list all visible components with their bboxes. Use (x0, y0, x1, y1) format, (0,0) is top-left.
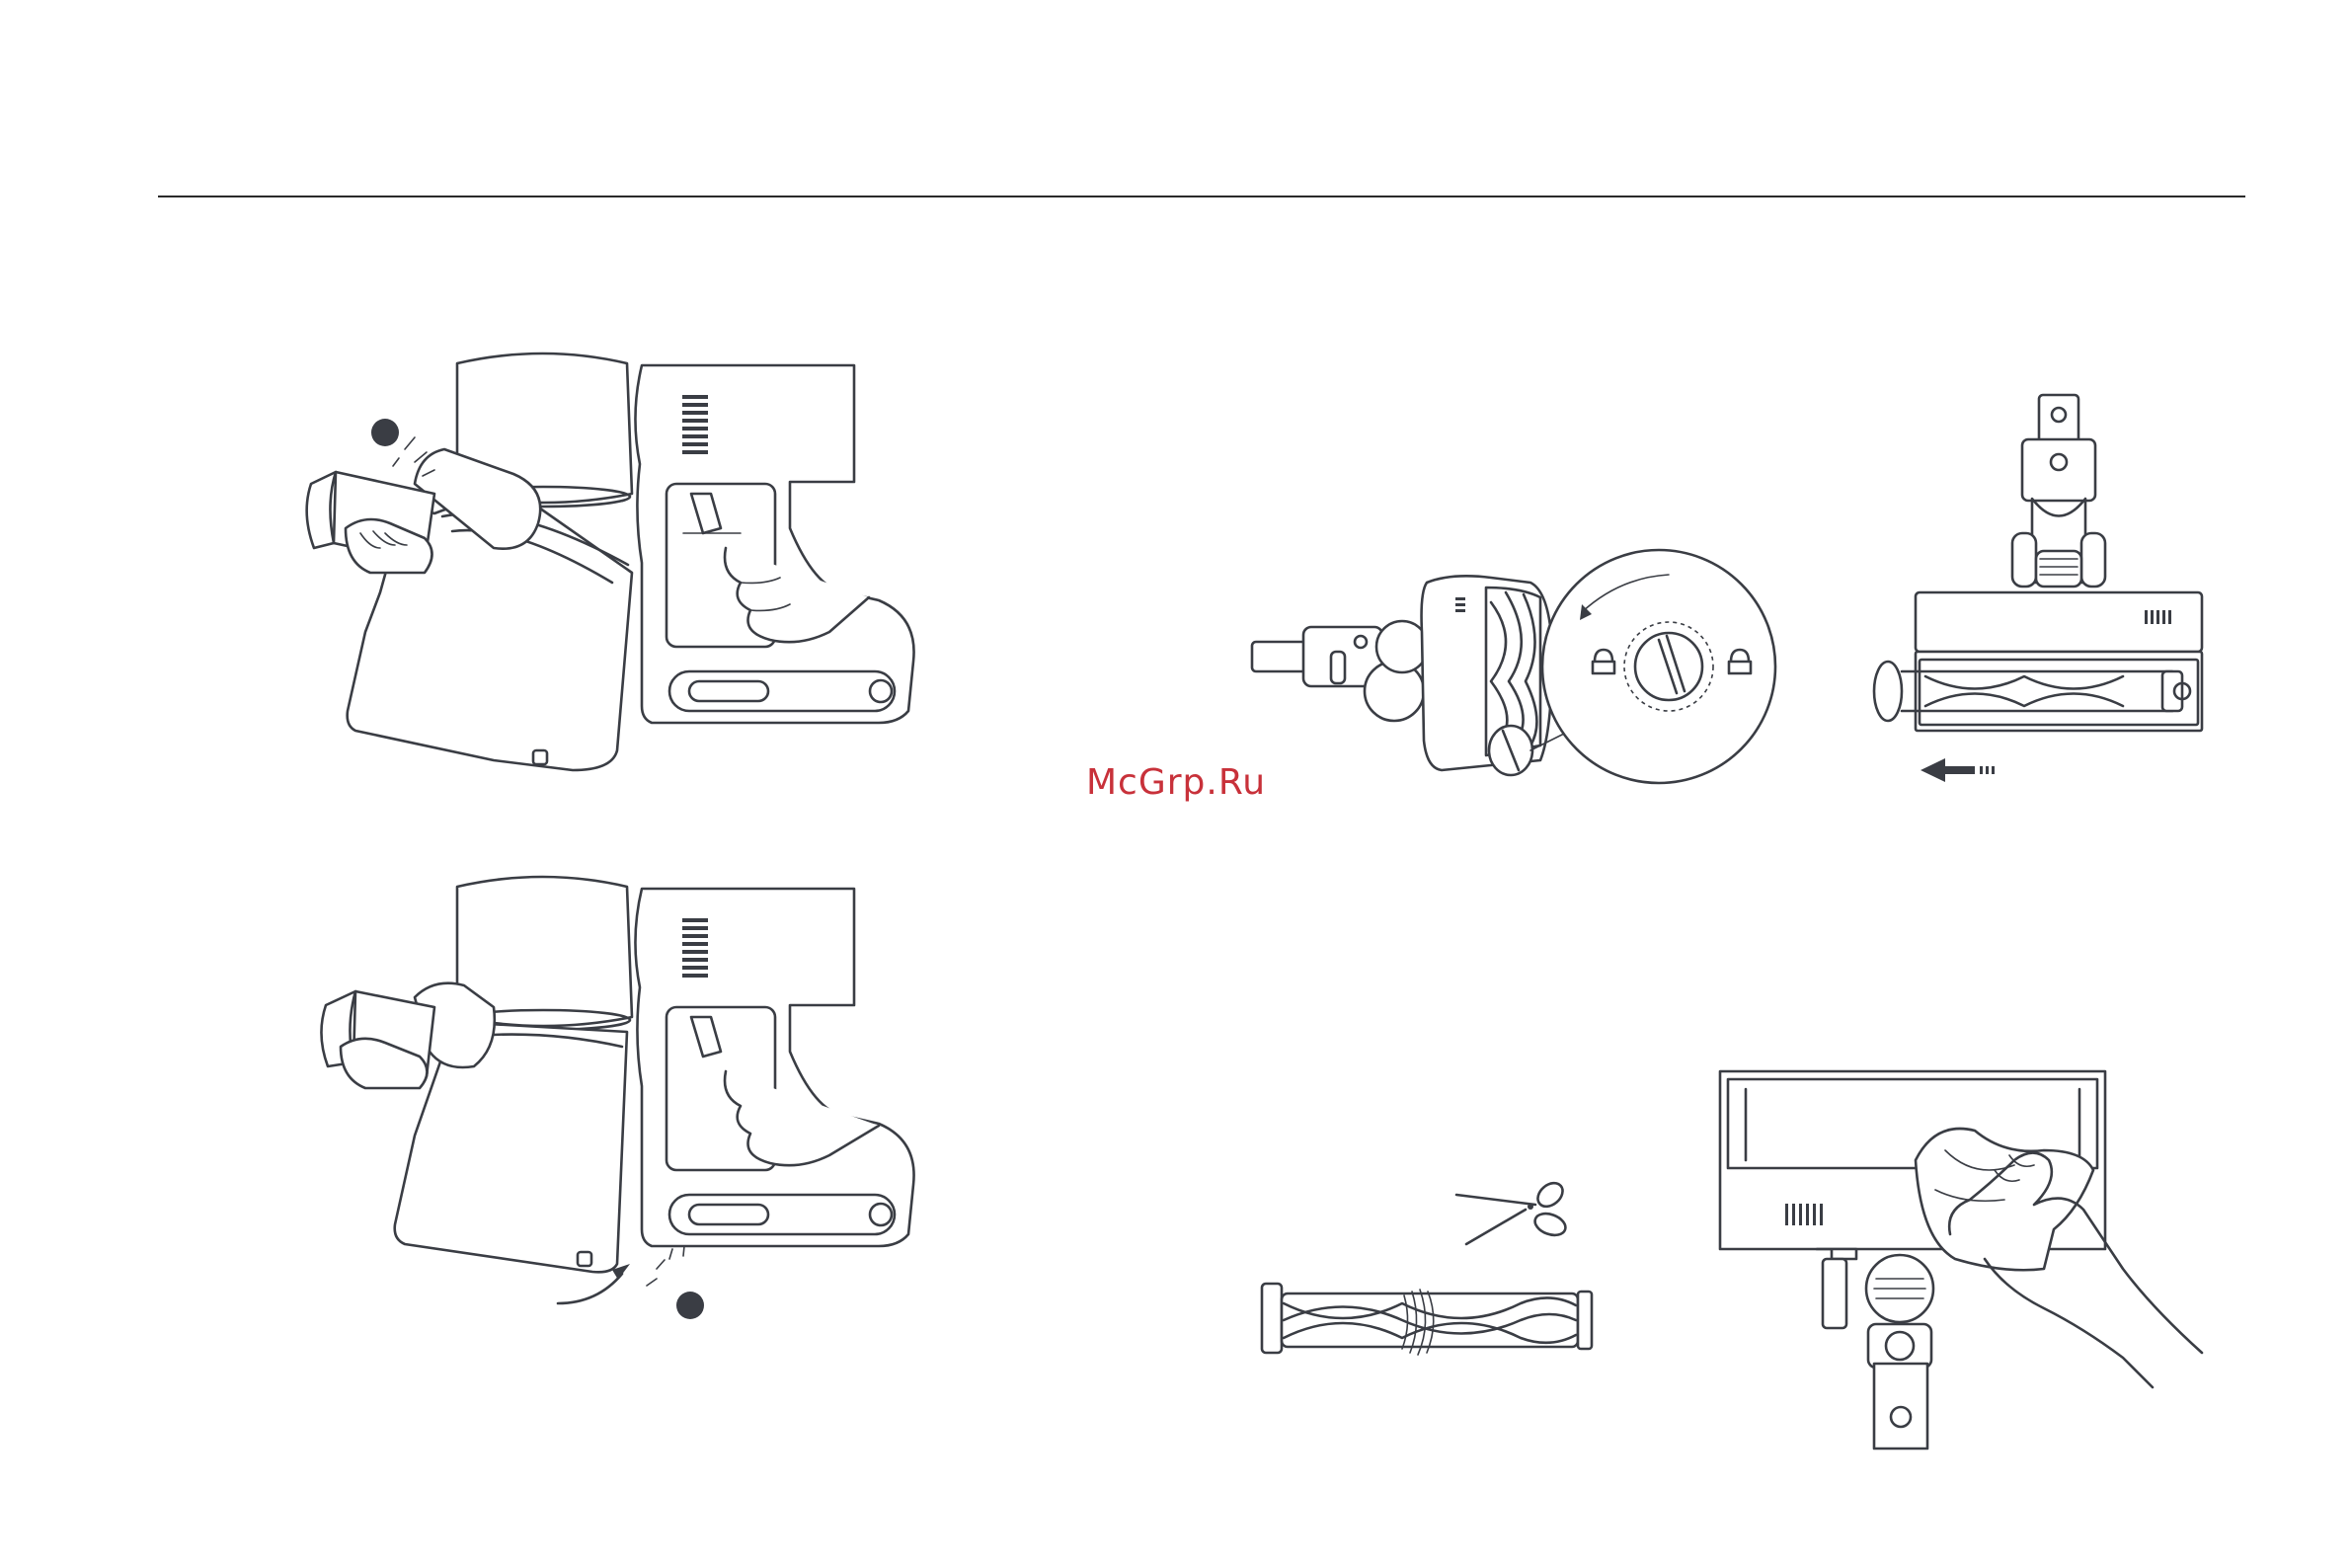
dustbin-removal-illustration (276, 336, 928, 810)
roller-brush-removal-icon (1846, 385, 2241, 800)
roller-slide-out-illustration (1846, 385, 2241, 800)
cloth-wipe-brush-head-icon (1708, 1061, 2222, 1466)
header-rule (158, 196, 2245, 197)
wipe-brush-head-illustration (1708, 1061, 2222, 1466)
watermark-text: McGrp.Ru (1086, 762, 1266, 803)
scissors-roller-icon (1254, 1165, 1629, 1363)
cut-tangled-hair-illustration (1254, 1165, 1629, 1363)
brush-end-cap-unlock-illustration (1244, 533, 1817, 800)
vacuum-dustbin-attach-icon (296, 859, 928, 1333)
dustbin-install-illustration (296, 859, 928, 1333)
floor-brush-cap-unlock-icon (1244, 533, 1817, 800)
vacuum-dustbin-release-icon (276, 336, 928, 810)
